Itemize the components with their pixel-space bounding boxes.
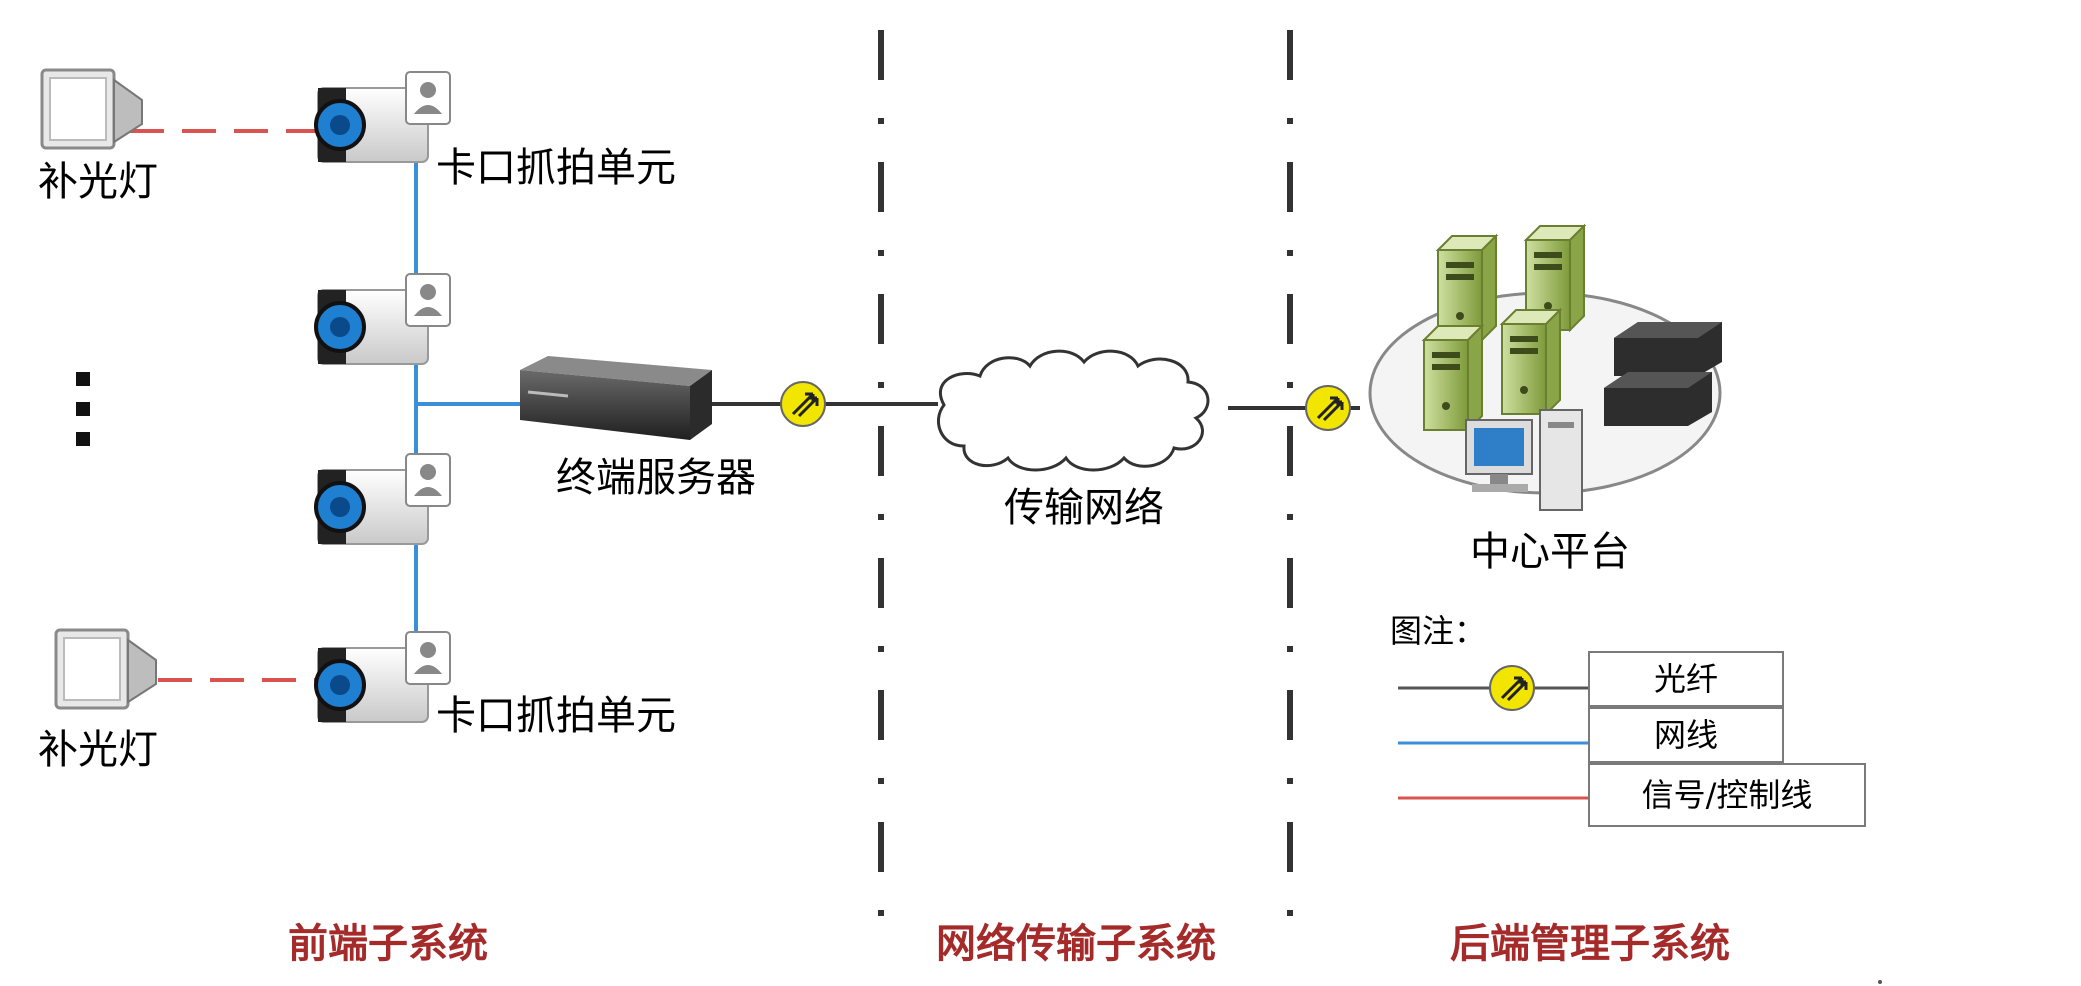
terminal-server-icon [520, 356, 712, 440]
storage-device-icon [1604, 322, 1722, 426]
ellipsis-dot-2 [76, 402, 90, 416]
section-front-end: 前端子系统 [288, 921, 488, 967]
checkpoint-label-bottom: 卡口抓拍单元 [436, 693, 676, 739]
server-tower-3-icon [1423, 325, 1483, 431]
checkpoint-label-top: 卡口抓拍单元 [436, 145, 676, 191]
section-back-end: 后端管理子系统 [1450, 921, 1730, 967]
fiber-marker-left-icon [779, 380, 827, 428]
terminal-server-label: 终端服务器 [556, 455, 756, 501]
fill-light-label-bottom: 补光灯 [38, 727, 158, 773]
legend-title: 图注： [1390, 612, 1487, 650]
legend-fiber-marker-icon [1488, 664, 1536, 712]
fill-light-label-top: 补光灯 [38, 159, 158, 205]
legend-item-network: 网线 [1588, 707, 1784, 763]
camera-2-icon [314, 272, 452, 366]
camera-1-icon [314, 70, 452, 164]
server-tower-4-icon [1501, 309, 1561, 415]
legend-item-signal: 信号/控制线 [1588, 763, 1866, 827]
artifact-dot [1878, 980, 1882, 984]
workstation-icon [1465, 409, 1583, 511]
network-label: 传输网络 [1004, 485, 1164, 531]
fill-light-top-icon [40, 68, 144, 150]
cloud-icon [937, 349, 1210, 472]
fill-light-bottom-icon [54, 628, 158, 710]
center-platform-label: 中心平台 [1470, 529, 1630, 575]
legend-item-fiber: 光纤 [1588, 651, 1784, 707]
fiber-marker-right-icon [1304, 384, 1352, 432]
ellipsis-dot-3 [76, 432, 90, 446]
server-tower-1-icon [1437, 235, 1497, 341]
ellipsis-dot-1 [76, 372, 90, 386]
section-network: 网络传输子系统 [936, 921, 1216, 967]
camera-3-icon [314, 452, 452, 546]
camera-4-icon [314, 630, 452, 724]
